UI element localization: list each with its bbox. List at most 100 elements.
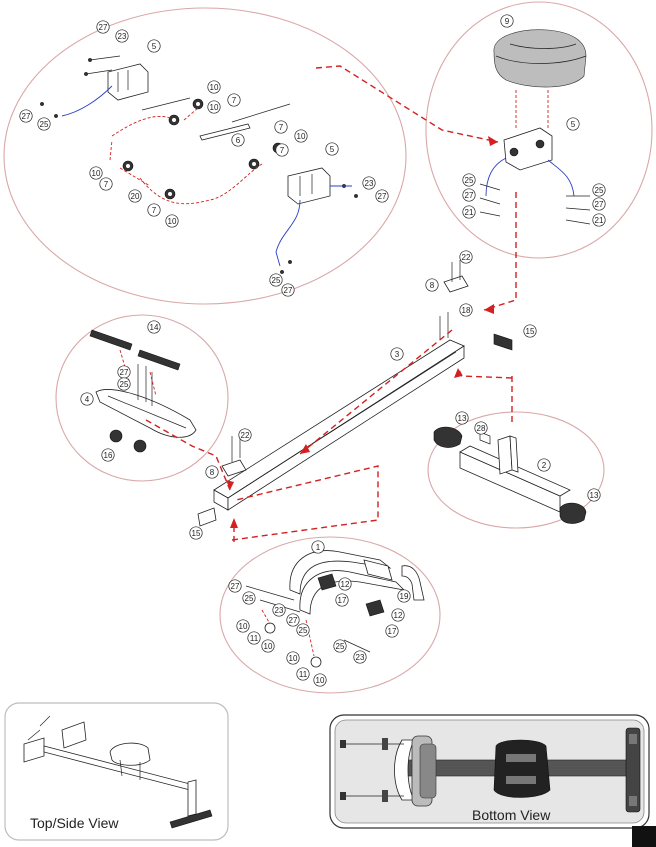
part-callout: 13 [455,411,469,425]
part-callout: 19 [397,589,411,603]
part-callout-circle [459,250,473,264]
part-callout: 4 [80,392,94,406]
part-callout: 11 [296,667,310,681]
part-callout-circle [313,673,327,687]
part-callout: 27 [96,20,110,34]
part-callout-number: 5 [330,145,335,154]
part-callout-number: 7 [152,206,157,215]
seat-assembly-detail [479,29,591,225]
part-callout-circle [101,448,115,462]
detail-bubble-seat-assembly [425,1,653,259]
handle-assembly-detail [245,550,425,668]
part-callout-circle [462,173,476,187]
part-callout-number: 23 [275,606,284,615]
part-callout-number: 8 [210,468,215,477]
part-callout-circle [89,166,103,180]
part-callout-circle [385,624,399,638]
part-callout-number: 25 [272,276,281,285]
rear-stabilizer-detail [433,426,587,524]
part-callout: 16 [101,448,115,462]
part-callout-circle [128,189,142,203]
part-callout: 10 [261,639,275,653]
part-callout-number: 27 [284,286,293,295]
part-callout-number: 9 [505,17,510,26]
part-callout: 25 [462,173,476,187]
part-callout-circle [375,189,389,203]
part-callout-circle [147,203,161,217]
part-callout: 12 [391,608,405,622]
part-callout-circle [462,188,476,202]
part-callout-number: 6 [236,136,241,145]
part-callout: 27 [375,189,389,203]
part-callout: 10 [207,100,221,114]
part-callout: 18 [459,303,473,317]
part-callout: 15 [523,324,537,338]
part-callout: 11 [247,631,261,645]
part-callout-number: 22 [462,253,471,262]
part-callout-number: 10 [264,642,273,651]
part-callout-number: 17 [388,627,397,636]
part-callout: 10 [207,80,221,94]
part-callout-number: 28 [477,424,486,433]
part-callout-circle [117,377,131,391]
part-callout-circle [207,80,221,94]
part-callout: 25 [592,183,606,197]
part-callout-circle [523,324,537,338]
part-callout: 10 [236,619,250,633]
part-callout-circle [37,117,51,131]
part-callout-number: 27 [378,192,387,201]
part-callout: 28 [474,421,488,435]
part-callout-number: 12 [341,580,350,589]
part-callout-circle [147,320,161,334]
part-callout-circle [592,183,606,197]
part-callout-circle [80,392,94,406]
part-callout: 1 [311,540,325,554]
part-callout: 27 [286,613,300,627]
part-callout-number: 5 [571,120,576,129]
part-callout: 27 [281,283,295,297]
part-callout: 21 [462,205,476,219]
part-callout: 27 [117,365,131,379]
part-callout-circle [286,613,300,627]
part-callout-circle [19,109,33,123]
part-callout-number: 5 [152,42,157,51]
part-callout: 20 [128,189,142,203]
part-callout-circle [353,650,367,664]
part-callout-circle [274,120,288,134]
footstrap-left [89,329,133,351]
part-callout-circle [231,133,245,147]
part-callout-circle [147,39,161,53]
part-callout-number: 10 [92,169,101,178]
bottom-view-panel: Bottom View [329,714,656,847]
part-callout-circle [238,428,252,442]
part-callout-number: 8 [430,281,435,290]
part-callout-number: 21 [595,216,604,225]
part-callout-number: 15 [192,529,201,538]
part-callout-number: 25 [299,626,308,635]
part-callout-circle [325,142,339,156]
part-callout-circle [269,273,283,287]
part-callout: 25 [37,117,51,131]
part-callout-number: 25 [120,380,129,389]
part-callout-number: 21 [465,208,474,217]
part-callout: 14 [147,320,161,334]
part-callout: 10 [286,651,300,665]
part-callout-circle [294,129,308,143]
part-callout-circle [272,603,286,617]
bottom-view-illustration [340,727,656,847]
part-callout-number: 19 [400,592,409,601]
part-callout: 17 [385,624,399,638]
part-callout-number: 11 [250,634,259,643]
part-callout: 7 [227,93,241,107]
part-callout-circle [592,213,606,227]
part-callout-number: 23 [118,32,127,41]
part-callout-number: 16 [104,451,113,460]
detail-bubble-rear-stabilizer [427,411,605,529]
part-callout-circle [311,540,325,554]
part-callout: 22 [238,428,252,442]
part-callout: 25 [269,273,283,287]
part-callout: 9 [500,14,514,28]
part-callout-circle [397,589,411,603]
part-callout-circle [281,283,295,297]
